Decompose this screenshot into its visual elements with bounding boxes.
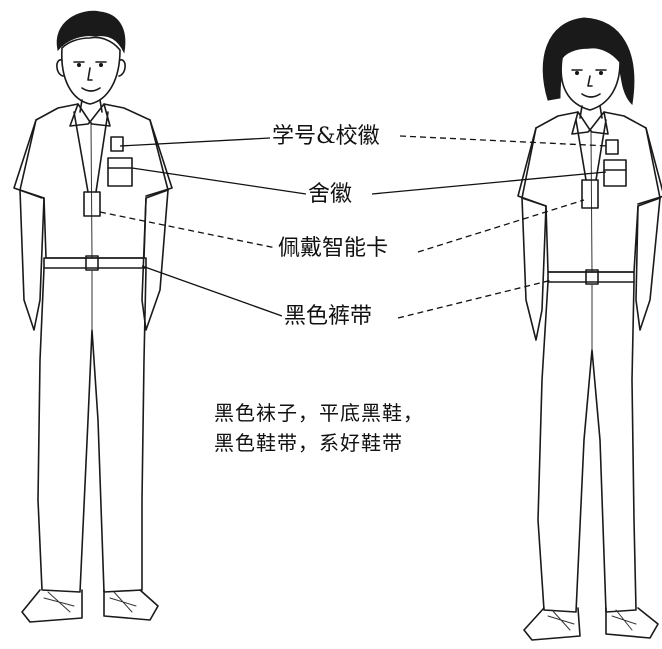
male-smart-card xyxy=(83,191,101,217)
female-trousers xyxy=(537,281,637,613)
leader-lines xyxy=(99,135,609,319)
note-line-2: 黑色鞋带，系好鞋带 xyxy=(214,431,403,455)
female-right-shoe xyxy=(605,607,659,639)
label-dorm-badge: 舍徽 xyxy=(306,182,355,208)
female-head xyxy=(560,46,621,111)
leader-dorm-left xyxy=(131,167,307,195)
leader-student-id-left xyxy=(119,137,271,147)
male-head xyxy=(61,36,121,105)
label-student-id-badge: 学号&校徽 xyxy=(270,124,382,150)
leader-student-id-right xyxy=(399,135,609,147)
male-belt xyxy=(43,257,147,269)
male-left-shoe xyxy=(21,589,83,623)
label-smart-card: 佩戴智能卡 xyxy=(276,236,391,262)
male-right-shoe xyxy=(103,589,159,621)
label-black-belt: 黑色裤带 xyxy=(282,304,375,330)
female-left-shoe xyxy=(523,607,581,641)
leader-card-right xyxy=(417,199,585,253)
female-smart-card xyxy=(581,179,599,209)
female-belt xyxy=(547,271,635,283)
male-hair xyxy=(56,10,126,54)
female-school-badge xyxy=(605,139,619,155)
note-line-1: 黑色袜子，平底黑鞋， xyxy=(214,401,424,425)
female-figure xyxy=(517,17,662,641)
leader-belt-right xyxy=(397,279,553,319)
leader-dorm-right xyxy=(371,171,607,195)
leader-card-left xyxy=(99,211,277,249)
male-figure xyxy=(13,10,173,623)
leader-belt-left xyxy=(141,265,283,317)
male-school-badge xyxy=(110,136,124,152)
